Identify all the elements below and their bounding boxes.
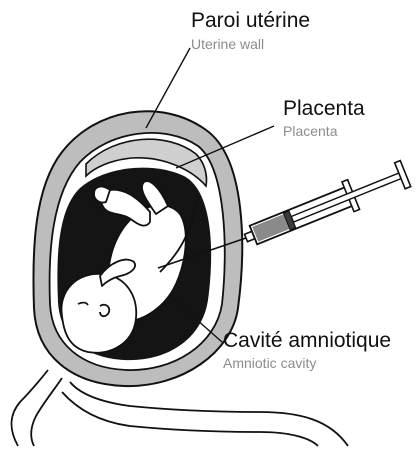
label-uterine-wall-en: Uterine wall xyxy=(191,37,264,51)
fetus-head xyxy=(61,274,136,353)
label-placenta-en: Placenta xyxy=(283,124,337,138)
label-uterine-wall-fr: Paroi utérine xyxy=(191,10,310,31)
label-amniotic-cavity-en: Amniotic cavity xyxy=(223,356,316,370)
label-placenta-fr: Placenta xyxy=(283,98,365,119)
syringe-illustration xyxy=(240,159,411,253)
vaginal-outline xyxy=(70,382,348,446)
cervix-outline xyxy=(11,370,48,446)
label-amniotic-cavity-fr: Cavité amniotique xyxy=(223,330,391,351)
cervix-outline-2 xyxy=(31,378,62,446)
